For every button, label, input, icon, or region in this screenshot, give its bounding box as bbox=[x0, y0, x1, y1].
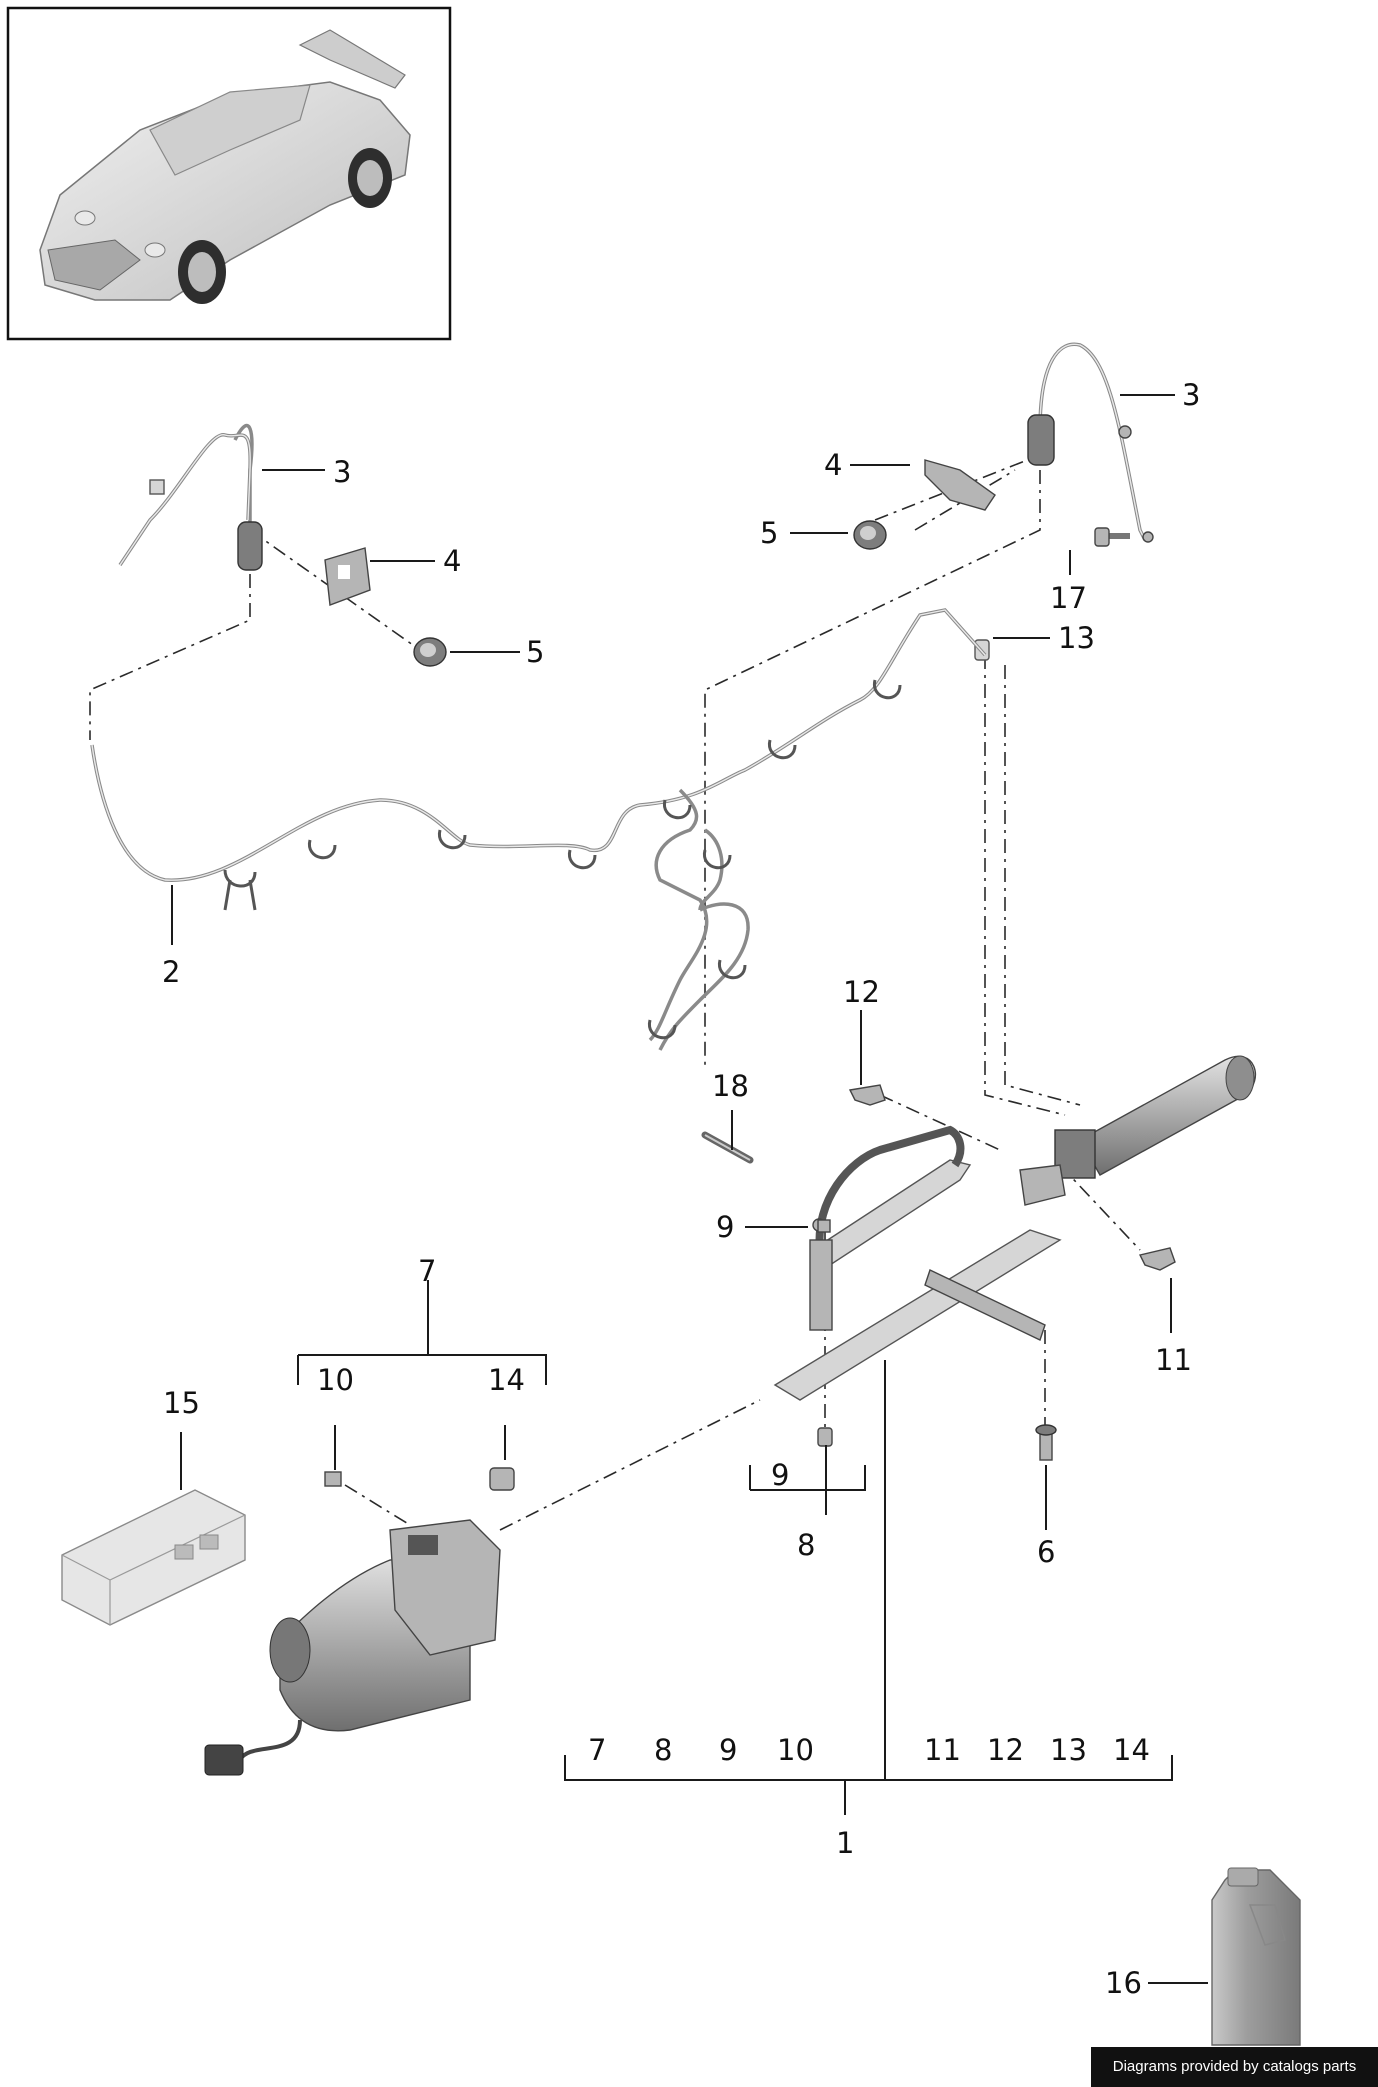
level-sensor-right bbox=[1027, 342, 1154, 543]
bracket-1-item[interactable]: 12 bbox=[987, 1733, 1024, 1767]
bracket-1-item[interactable]: 14 bbox=[1113, 1733, 1150, 1767]
callout-9-upper[interactable]: 9 bbox=[716, 1210, 734, 1244]
mounting-frame bbox=[773, 1125, 1062, 1401]
bracket-1-item[interactable]: 8 bbox=[654, 1733, 672, 1767]
callout-2[interactable]: 2 bbox=[162, 955, 180, 989]
damper-9-upper bbox=[817, 1219, 831, 1233]
callout-13[interactable]: 13 bbox=[1058, 621, 1095, 655]
callout-12[interactable]: 12 bbox=[843, 975, 880, 1009]
dash-dot-lines bbox=[89, 454, 1141, 1531]
pressure-line bbox=[90, 608, 987, 1051]
oil-bottle bbox=[1211, 1867, 1301, 2046]
nut-left bbox=[413, 637, 447, 667]
bracket-1-item[interactable]: 9 bbox=[719, 1733, 737, 1767]
callout-3-right[interactable]: 3 bbox=[1182, 378, 1200, 412]
level-sensor-left bbox=[118, 423, 263, 571]
callout-14[interactable]: 14 bbox=[488, 1363, 525, 1397]
nut-right bbox=[853, 520, 887, 550]
callout-5-right[interactable]: 5 bbox=[760, 516, 778, 550]
bracket-1-item[interactable]: 11 bbox=[924, 1733, 961, 1767]
damper-9-lower bbox=[817, 1427, 833, 1447]
credit-banner: Diagrams provided by catalogs parts bbox=[1091, 2047, 1378, 2087]
valve-10 bbox=[324, 1471, 342, 1487]
callout-leaders bbox=[171, 394, 1208, 1984]
bracket-12 bbox=[848, 1084, 886, 1106]
callout-11[interactable]: 11 bbox=[1155, 1343, 1192, 1377]
callout-3-left[interactable]: 3 bbox=[333, 455, 351, 489]
car-illustration bbox=[39, 29, 411, 304]
callout-9-lower[interactable]: 9 bbox=[771, 1458, 789, 1492]
callout-7[interactable]: 7 bbox=[418, 1254, 436, 1288]
callout-6[interactable]: 6 bbox=[1037, 1535, 1055, 1569]
callout-5-left[interactable]: 5 bbox=[526, 635, 544, 669]
callout-16[interactable]: 16 bbox=[1105, 1966, 1142, 2000]
callout-labels: 3 4 5 2 3 4 5 17 13 12 18 9 11 7 10 14 1… bbox=[162, 378, 1200, 2000]
callout-18[interactable]: 18 bbox=[712, 1069, 749, 1103]
bracket-right bbox=[924, 459, 996, 511]
callout-4-right[interactable]: 4 bbox=[824, 448, 842, 482]
compressor-unit bbox=[204, 1519, 501, 1776]
pressure-reservoir bbox=[1019, 1055, 1256, 1206]
line-clips bbox=[223, 679, 902, 1040]
bracket-1-item[interactable]: 10 bbox=[777, 1733, 814, 1767]
bolt-17 bbox=[1094, 527, 1130, 547]
bracket-1-item-list: 7 8 9 10 11 12 13 14 bbox=[588, 1733, 1150, 1767]
vehicle-thumbnail bbox=[6, 6, 452, 341]
pin-18 bbox=[701, 1131, 754, 1164]
callout-10[interactable]: 10 bbox=[317, 1363, 354, 1397]
bracket-left bbox=[324, 547, 371, 606]
callout-1[interactable]: 1 bbox=[836, 1826, 854, 1860]
callout-4-left[interactable]: 4 bbox=[443, 544, 461, 578]
callout-17[interactable]: 17 bbox=[1050, 581, 1087, 615]
callout-15[interactable]: 15 bbox=[163, 1386, 200, 1420]
bracket-11 bbox=[1138, 1247, 1176, 1271]
control-unit bbox=[61, 1489, 246, 1626]
bracket-1-item[interactable]: 7 bbox=[588, 1733, 606, 1767]
bracket-1-item[interactable]: 13 bbox=[1050, 1733, 1087, 1767]
fitting-14 bbox=[489, 1467, 515, 1491]
callout-8[interactable]: 8 bbox=[797, 1528, 815, 1562]
screw-6 bbox=[1035, 1424, 1057, 1461]
